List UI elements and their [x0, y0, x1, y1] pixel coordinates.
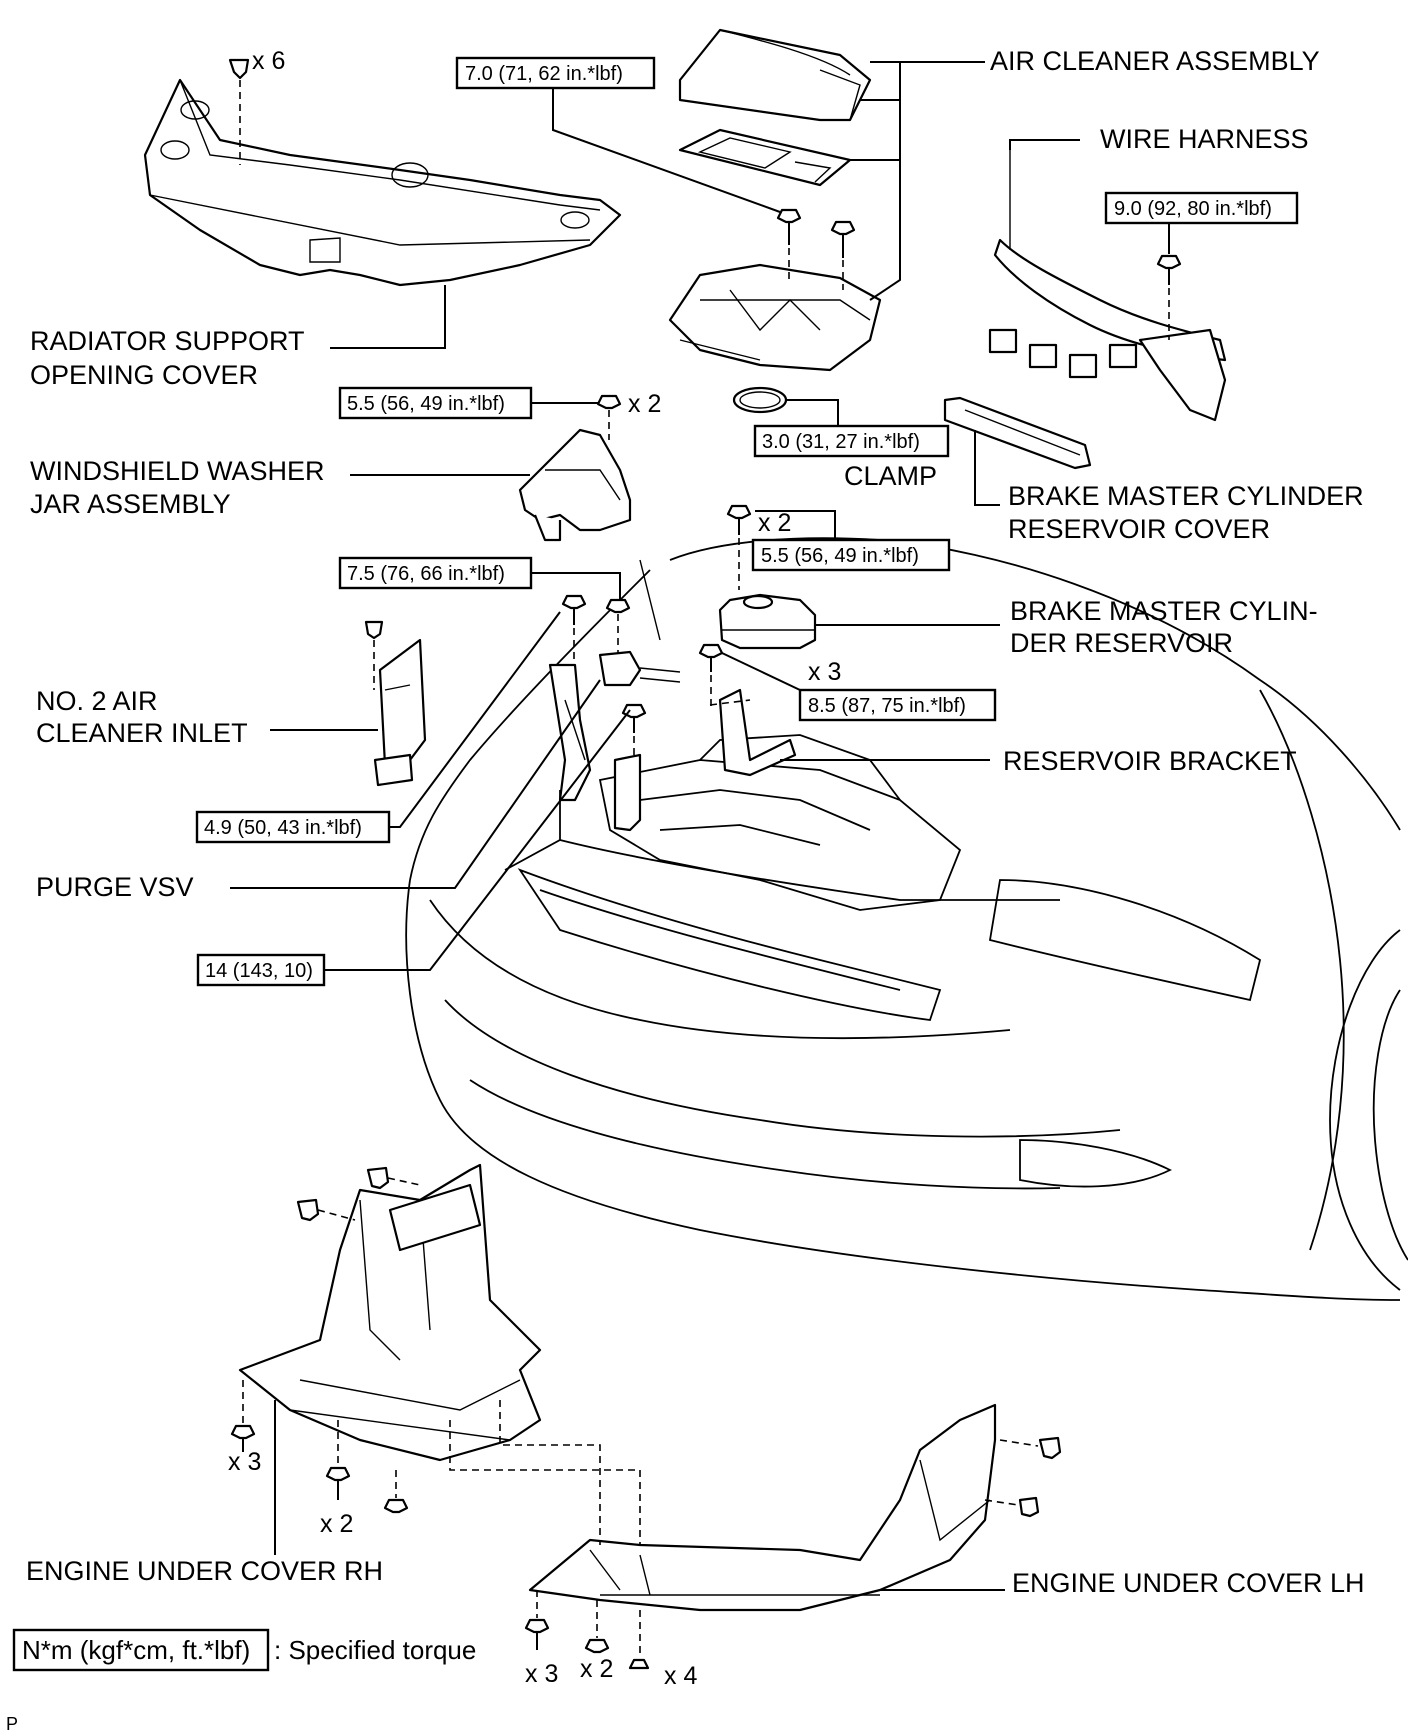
- windshield-washer-jar: [518, 428, 632, 542]
- vsv-bracket: [548, 663, 592, 802]
- vsv-mount-bracket: [613, 753, 642, 832]
- legend-description: : Specified torque: [274, 1635, 476, 1665]
- reservoir-bracket: [709, 688, 797, 777]
- bolt-icon: [1156, 254, 1182, 340]
- qty-washer-bolts: x 2: [628, 390, 661, 418]
- engine-under-cover-rh: [238, 1163, 542, 1462]
- clip-icon: [296, 1198, 356, 1222]
- bolt-icon: [325, 1466, 351, 1500]
- bolt-icon: [726, 504, 752, 590]
- torque-box-air-inlet: [195, 810, 391, 844]
- torque-box-bracket: [798, 688, 997, 722]
- bolt-icon: [698, 643, 724, 710]
- bolt-icon: [596, 394, 622, 440]
- bolt-icon: [524, 1618, 550, 1650]
- label-reservoir-bracket: RESERVOIR BRACKET: [1003, 746, 1297, 776]
- qty-radiator-clips: x 6: [252, 47, 285, 75]
- clip-icon: [364, 620, 384, 690]
- label-brake-reservoir-line1: BRAKE MASTER CYLIN-: [1010, 596, 1318, 626]
- torque-box-air-cleaner: [455, 56, 656, 90]
- purge-vsv: [598, 559, 681, 687]
- qty-rh-bolts: x 2: [320, 1510, 353, 1538]
- no2-air-cleaner-inlet: [373, 638, 427, 787]
- bolt-icon: [584, 1638, 610, 1654]
- clip-icon: [366, 1166, 421, 1190]
- bolt-icon: [561, 594, 587, 670]
- torque-air-cleaner: 7.0 (71, 62 in.*lbf): [465, 63, 623, 85]
- torque-wire-harness: 9.0 (92, 80 in.*lbf): [1114, 198, 1272, 220]
- label-clamp: CLAMP: [844, 461, 937, 491]
- air-filter-element: [678, 128, 852, 187]
- bolt-icon: [830, 220, 856, 290]
- label-washer-jar-line1: WINDSHIELD WASHER: [30, 456, 325, 486]
- torque-box-clamp: [753, 424, 950, 458]
- qty-rh-clips: x 3: [228, 1448, 261, 1476]
- label-wire-harness: WIRE HARNESS: [1100, 124, 1309, 154]
- torque-box-vsv-bracket: [196, 953, 326, 987]
- torque-purge-bolt: 7.5 (76, 66 in.*lbf): [347, 563, 505, 585]
- label-under-cover-rh: ENGINE UNDER COVER RH: [26, 1556, 383, 1586]
- torque-washer-jar: 5.5 (56, 49 in.*lbf): [347, 393, 505, 415]
- radiator-support-opening-cover: [143, 78, 622, 287]
- qty-reservoir-bolts: x 2: [758, 509, 791, 537]
- brake-reservoir-cover: [943, 396, 1092, 470]
- legend-unit-box: [12, 1628, 270, 1672]
- label-radiator-support-line1: RADIATOR SUPPORT: [30, 326, 305, 356]
- torque-clamp: 3.0 (31, 27 in.*lbf): [762, 431, 920, 453]
- torque-box-wire-harness: [1104, 191, 1299, 225]
- brake-master-cylinder-reservoir: [718, 593, 817, 650]
- label-air-inlet-line1: NO. 2 AIR: [36, 686, 158, 716]
- legend-unit: N*m (kgf*cm, ft.*lbf): [22, 1635, 250, 1665]
- label-brake-cover-line2: RESERVOIR COVER: [1008, 514, 1270, 544]
- label-purge-vsv: PURGE VSV: [36, 872, 194, 902]
- bolt-icon: [776, 208, 802, 280]
- bolt-icon: [605, 598, 631, 655]
- torque-bracket: 8.5 (87, 75 in.*lbf): [808, 695, 966, 717]
- screw-icon: [628, 1658, 650, 1670]
- torque-vsv-bracket: 14 (143, 10): [205, 960, 313, 982]
- engine-under-cover-lh: [528, 1403, 997, 1612]
- vehicle-front-body: [405, 537, 1408, 1301]
- label-washer-jar-line2: JAR ASSEMBLY: [30, 489, 231, 519]
- air-cleaner-cap: [678, 28, 872, 122]
- torque-brake-reservoir: 5.5 (56, 49 in.*lbf): [761, 545, 919, 567]
- clip-icon: [984, 1496, 1040, 1518]
- label-radiator-support-line2: OPENING COVER: [30, 360, 258, 390]
- bolt-icon: [383, 1498, 409, 1514]
- corner-mark: P: [6, 1714, 18, 1734]
- torque-air-inlet: 4.9 (50, 43 in.*lbf): [204, 817, 362, 839]
- label-air-cleaner-assembly: AIR CLEANER ASSEMBLY: [990, 46, 1320, 76]
- clip-icon: [999, 1436, 1062, 1460]
- bolt-icon: [230, 1424, 256, 1452]
- hose-clamp: [732, 386, 788, 414]
- label-brake-reservoir-line2: DER RESERVOIR: [1010, 628, 1233, 658]
- qty-lh-bolts-b: x 2: [580, 1655, 613, 1683]
- wire-harness: [988, 150, 1227, 422]
- label-under-cover-lh: ENGINE UNDER COVER LH: [1012, 1568, 1365, 1598]
- label-brake-cover-line1: BRAKE MASTER CYLINDER: [1008, 481, 1364, 511]
- torque-box-brake-reservoir: [751, 538, 951, 572]
- qty-lh-bolts-a: x 3: [525, 1660, 558, 1688]
- qty-bracket-bolts: x 3: [808, 658, 841, 686]
- clip-icon: [228, 58, 250, 165]
- label-air-inlet-line2: CLEANER INLET: [36, 718, 248, 748]
- qty-lh-screws: x 4: [664, 1662, 697, 1690]
- air-cleaner-case: [668, 263, 882, 372]
